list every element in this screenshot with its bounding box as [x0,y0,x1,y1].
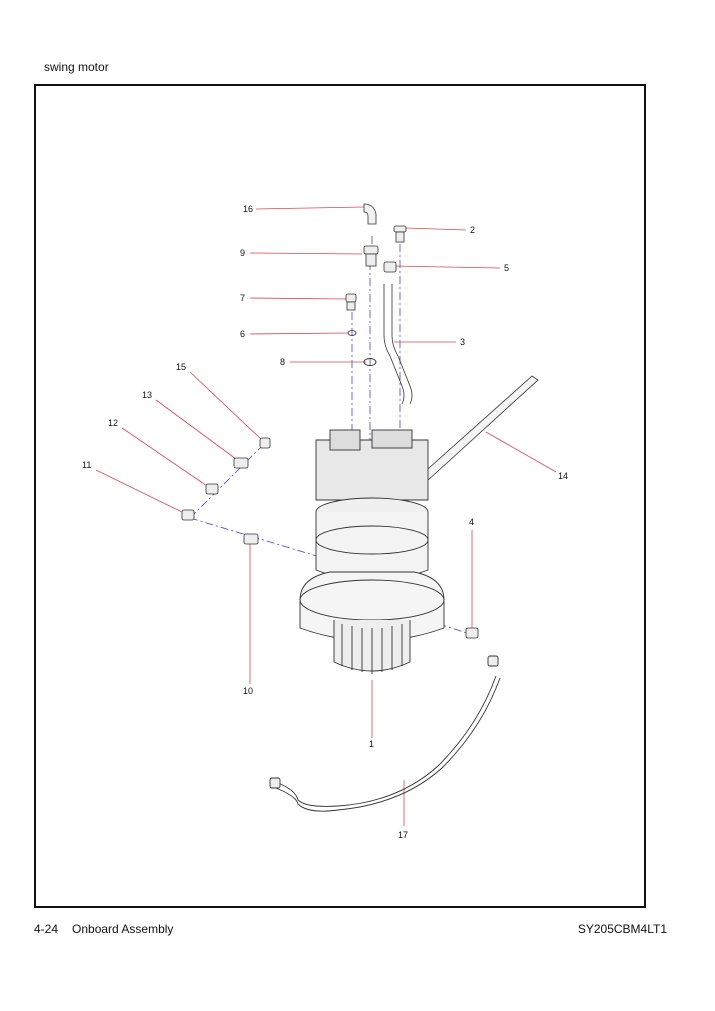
callout-7: 7 [240,293,245,303]
part-3-pipe [383,284,413,405]
part-6-o-ring [347,330,357,336]
callout-14: 14 [558,471,568,481]
callout-1: 1 [369,739,374,749]
callout-3: 3 [460,337,465,347]
callout-13: 13 [142,390,152,400]
part-7-fitting [345,293,357,311]
part-1-swing-motor [299,429,445,674]
part-17-hose [269,655,501,812]
part-16-elbow-fitting [363,203,377,225]
part-13-tee [233,457,249,469]
diagram-frame [34,84,646,908]
part-11-nut [181,509,195,521]
callout-9: 9 [240,248,245,258]
part-4-fitting [465,627,479,639]
part-10-adapter [243,533,259,545]
chapter-title: Onboard Assembly [72,922,174,936]
part-5-fitting [383,261,397,273]
leader-lines [95,206,557,826]
callout-6: 6 [240,329,245,339]
page-number: 4-24 [34,922,59,936]
model-code: SY205CBM4LT1 [577,922,667,936]
part-14-rod [419,375,539,483]
part-15-fitting [259,437,271,449]
callout-2: 2 [470,225,475,235]
callout-17: 17 [398,830,408,840]
footer-left: 4-24 Onboard Assembly [34,922,173,936]
part-2-plug [393,225,407,243]
callout-15: 15 [176,362,186,372]
callout-labels: 16 2 9 5 7 6 8 3 15 13 12 11 14 4 10 1 1… [82,204,568,840]
callout-8: 8 [280,357,285,367]
part-12-coupling [205,483,219,495]
callout-16: 16 [243,204,253,214]
part-8-o-ring [363,358,377,366]
part-9-adapter [363,245,379,267]
callout-5: 5 [504,263,509,273]
section-title: swing motor [44,60,109,74]
callout-12: 12 [108,418,118,428]
callout-11: 11 [82,460,91,470]
callout-4: 4 [469,517,474,527]
callout-10: 10 [243,686,253,696]
